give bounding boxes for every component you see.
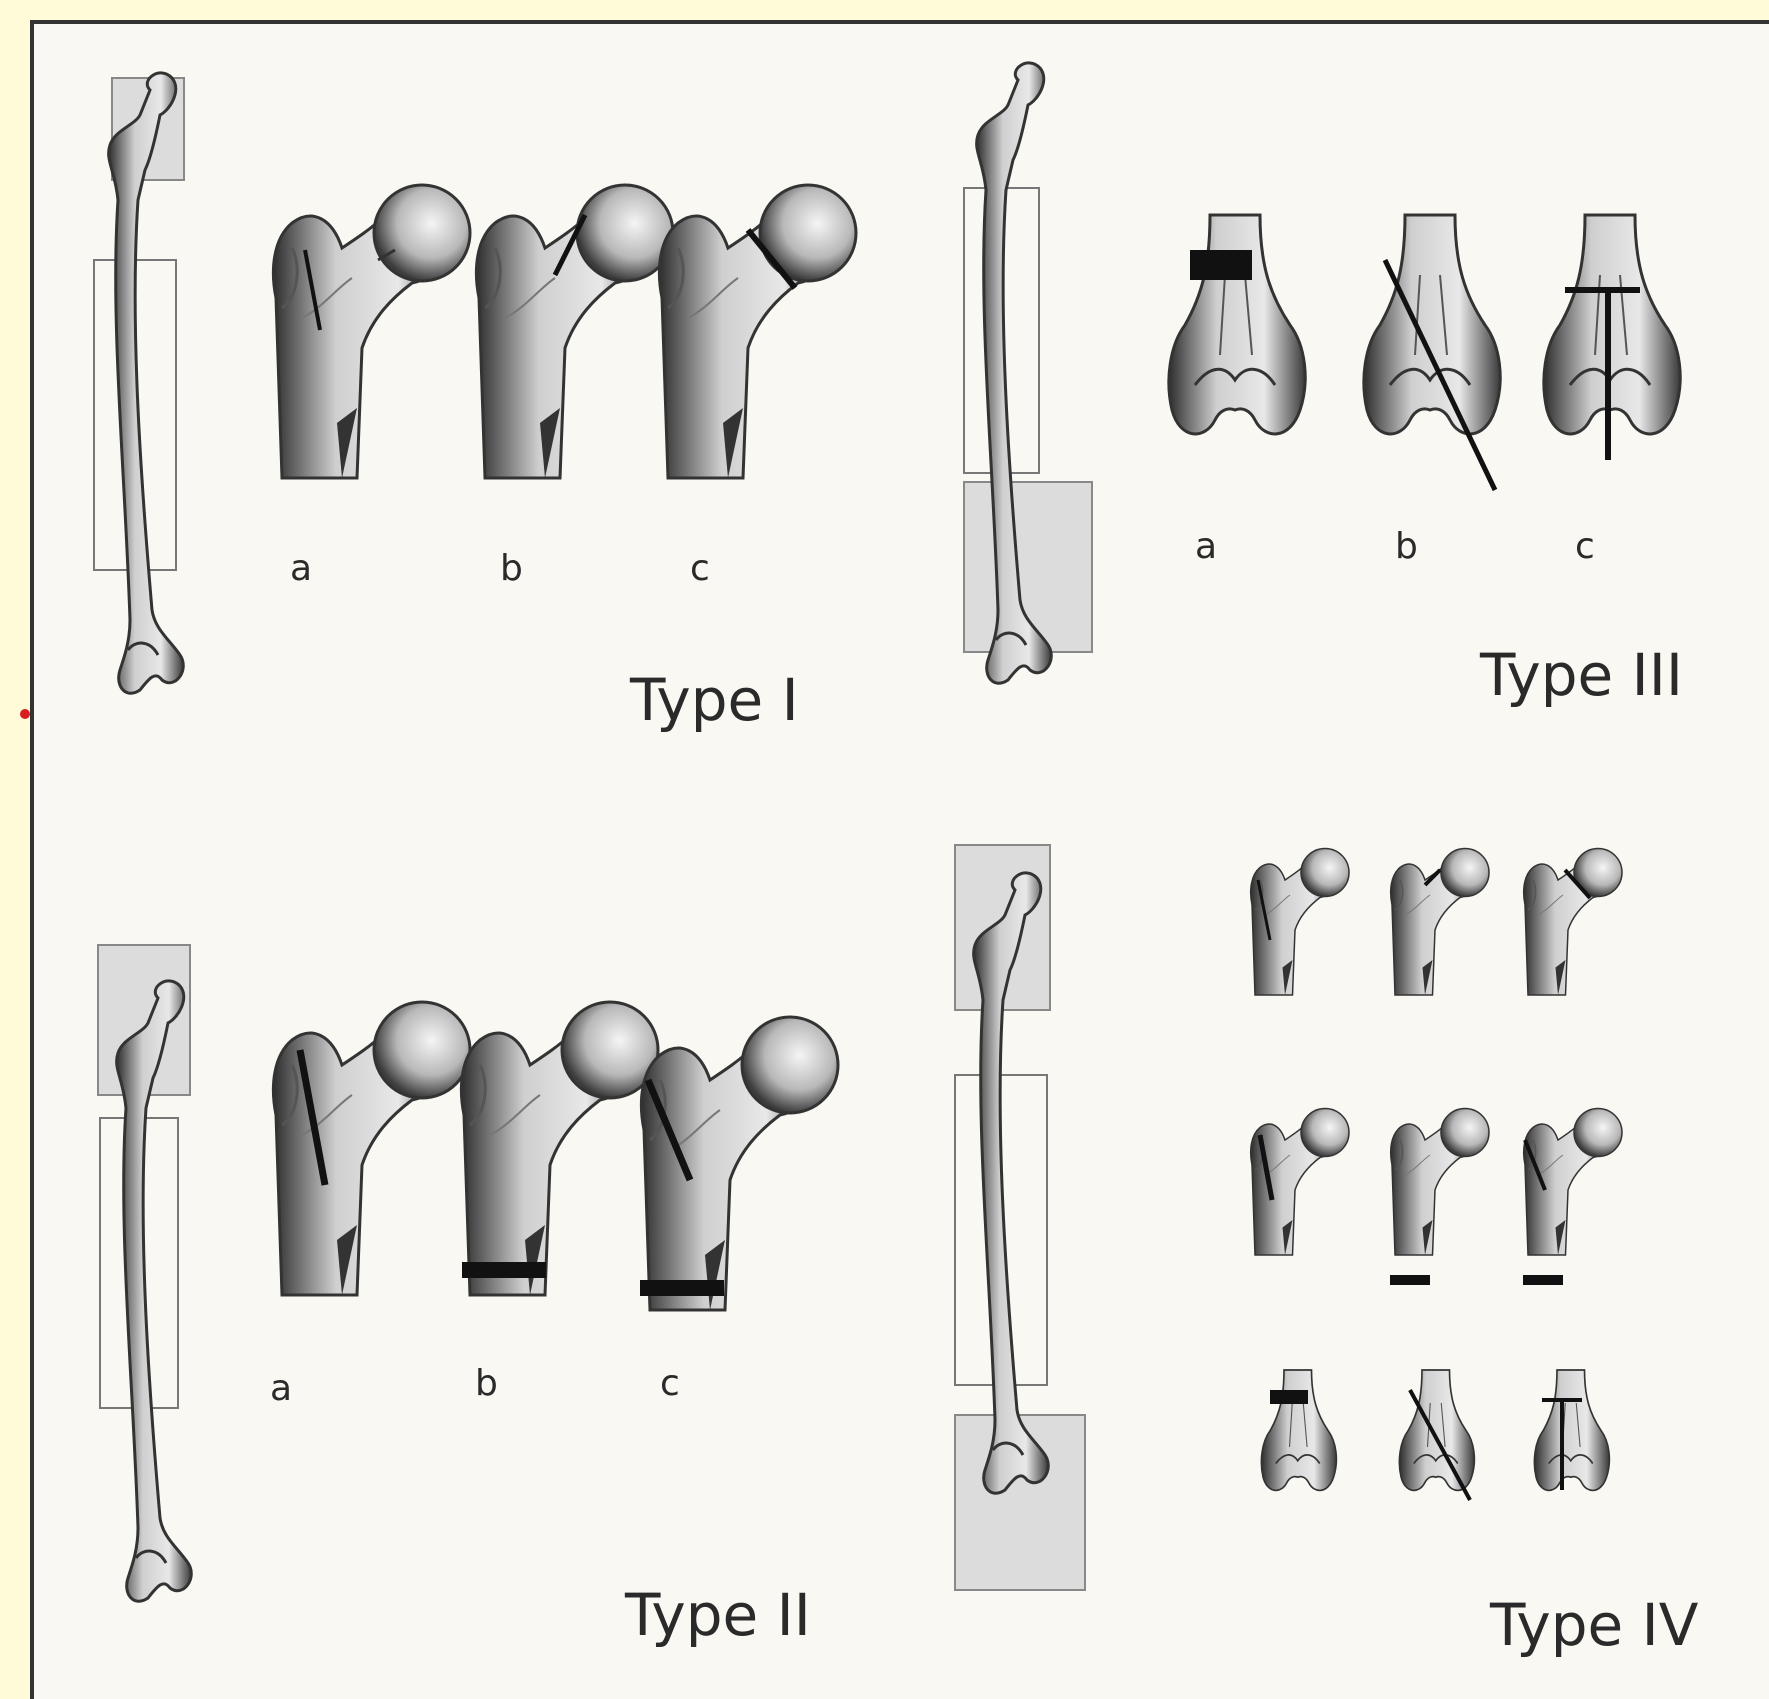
sublabel-3a: a [1195,526,1217,567]
fracture-illustration-2c [640,1017,838,1310]
fracture-illustration-2a [273,1002,470,1295]
panel-type-4 [955,845,1622,1590]
fracture-illustration-3a [1169,215,1305,434]
panel-title-type-4: Type IV [1489,1591,1699,1659]
fracture-illustration-1c [659,185,856,478]
sublabel-2b: b [475,1363,498,1404]
fracture-illustration-3c [1544,215,1680,460]
panel-type-1 [94,73,856,693]
sublabel-3c: c [1575,526,1595,567]
panel-type-2 [98,945,838,1601]
sublabel-1b: b [500,548,523,589]
sublabel-1c: c [690,548,710,589]
panel-title-type-2: Type II [624,1581,811,1649]
sublabel-3b: b [1395,526,1418,567]
fracture-illustration-3b [1364,215,1500,490]
fracture-illustration-2b [461,1002,658,1295]
panel-title-type-3: Type III [1479,641,1683,709]
sublabel-1a: a [290,548,312,589]
panel-title-type-1: Type I [629,666,799,734]
fracture-illustration-1b [476,185,673,478]
fracture-illustration-1a [273,185,470,478]
fracture-grid-type-4 [1251,849,1622,1501]
sublabel-2c: c [660,1363,680,1404]
panel-type-3 [964,63,1680,683]
sublabel-2a: a [270,1368,292,1409]
